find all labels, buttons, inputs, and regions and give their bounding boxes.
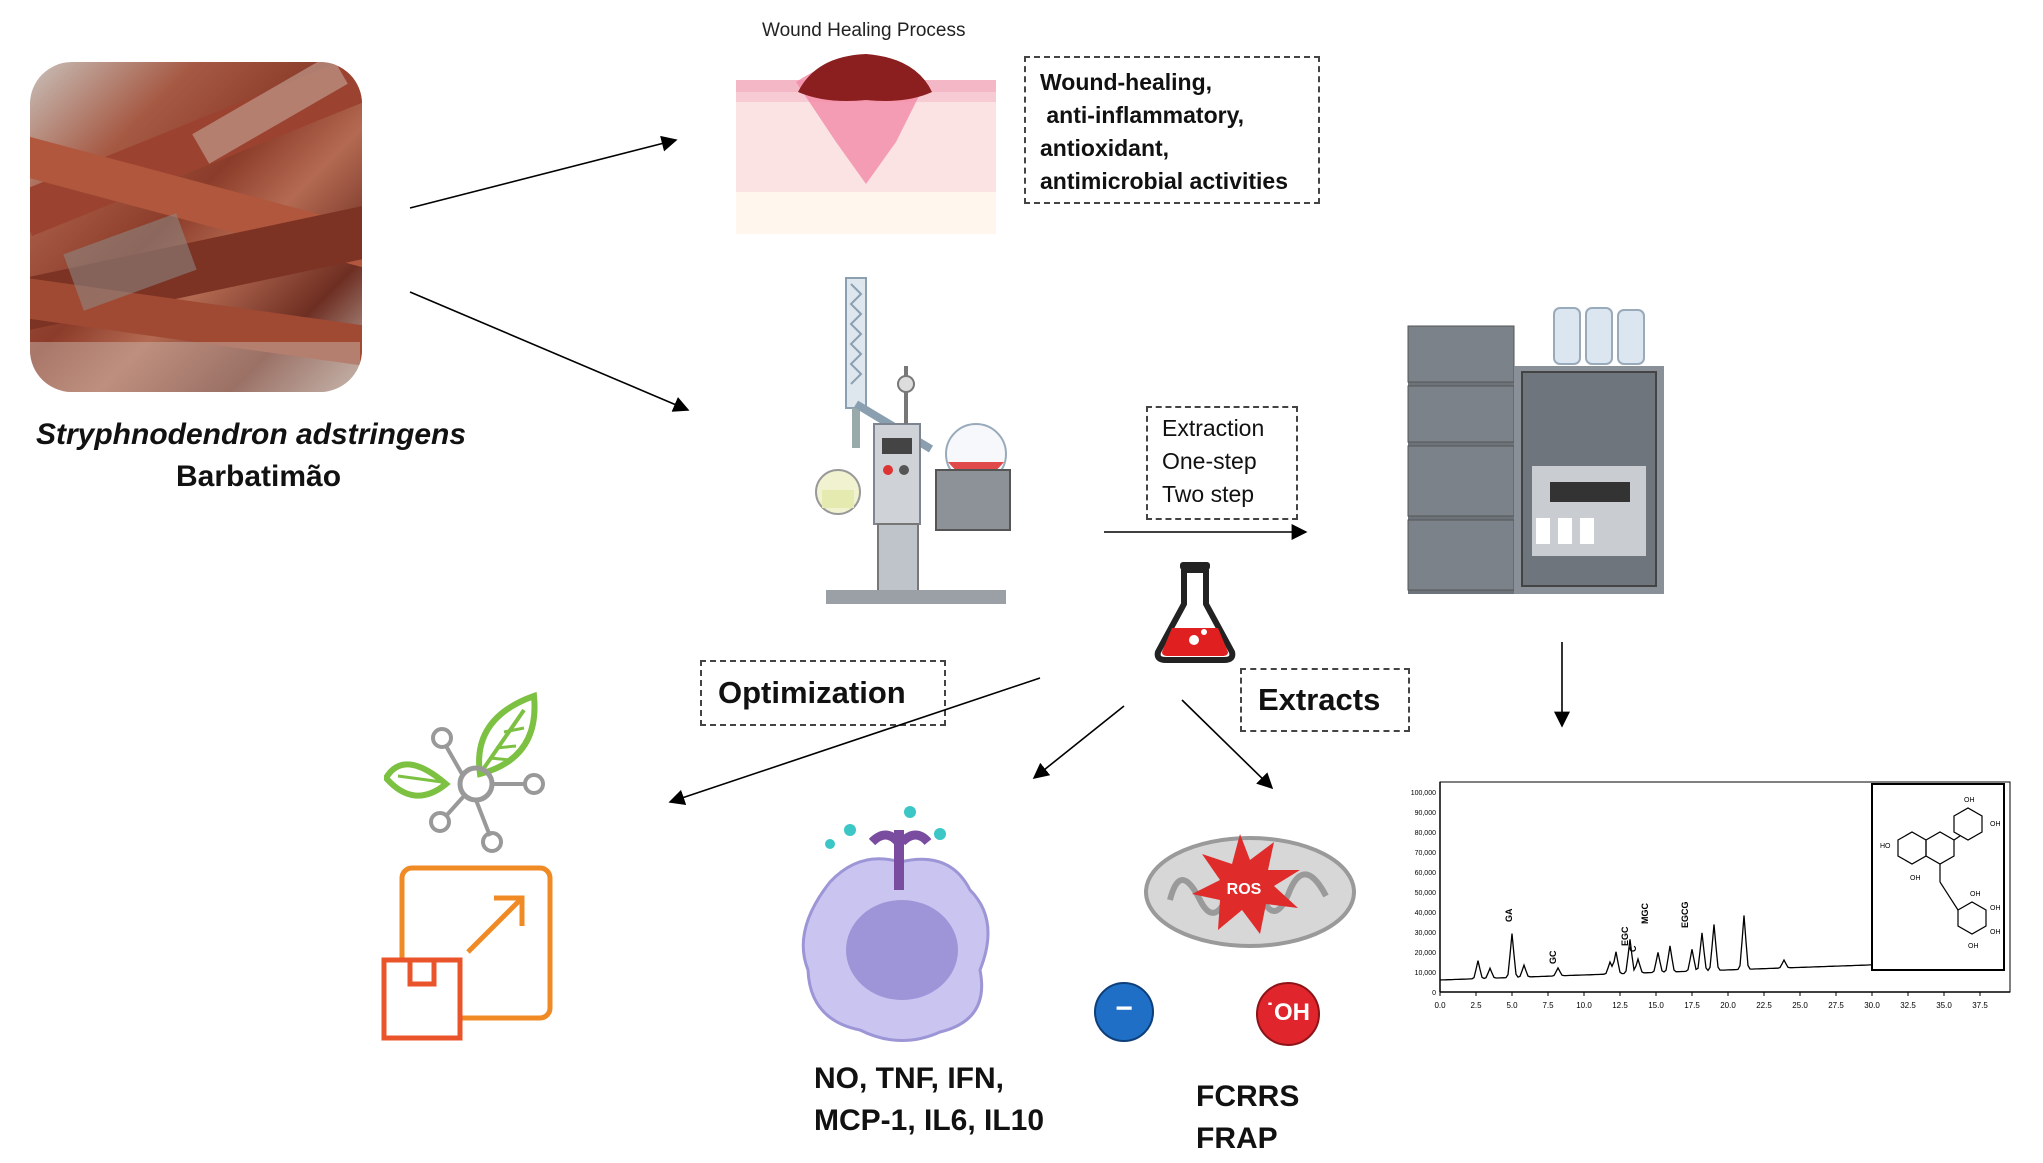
x-tick-label: 27.5: [1828, 1001, 1844, 1010]
y-tick-label: 50,000: [1415, 890, 1437, 897]
x-tick-label: 22.5: [1756, 1001, 1772, 1010]
activity-line-4: antimicrobial activities: [1040, 168, 1288, 194]
x-tick-label: 15.0: [1648, 1001, 1664, 1010]
antioxidant-assay-1: FCRRS: [1196, 1080, 1300, 1113]
x-tick-label: 12.5: [1612, 1001, 1628, 1010]
y-tick-label: 60,000: [1415, 870, 1437, 877]
peak-label: MGC: [1640, 903, 1650, 924]
structure-oh-label: OH: [1970, 891, 1981, 898]
peak-label: EGC: [1620, 926, 1630, 946]
scale-up-icon: [378, 864, 554, 1044]
x-tick-label: 32.5: [1900, 1001, 1916, 1010]
arrow-to-evaporator: [409, 291, 690, 412]
optimization-label: Optimization: [700, 660, 946, 726]
activity-line-3: antioxidant,: [1040, 135, 1170, 161]
minus-sign: −: [1115, 992, 1133, 1025]
x-tick-label: 35.0: [1936, 1001, 1952, 1010]
peak-label: C: [1628, 945, 1638, 952]
wound-illustration: [736, 52, 996, 234]
y-tick-label: 20,000: [1415, 950, 1437, 957]
structure-oh-label: OH: [1990, 929, 2001, 936]
activity-line-1: Wound-healing,: [1040, 69, 1213, 95]
extraction-line-3: Two step: [1162, 481, 1255, 507]
cytokines-line-2: MCP-1, IL6, IL10: [814, 1104, 1045, 1137]
x-tick-label: 2.5: [1470, 1001, 1482, 1010]
wound-title: Wound Healing Process: [762, 20, 966, 41]
ros-label: ROS: [1227, 881, 1262, 898]
x-tick-label: 10.0: [1576, 1001, 1592, 1010]
hydroxyl-radical-icon: ˙OH: [1256, 982, 1320, 1046]
structure-oh-label: OH: [1968, 943, 1979, 950]
structure-oh-label: OH: [1990, 905, 2001, 912]
extraction-line-1: Extraction: [1162, 415, 1265, 441]
plant-network-icon: [382, 688, 554, 858]
catechin-structure: [1897, 807, 1987, 935]
structure-oh-label: HO: [1880, 843, 1891, 850]
mitochondria-icon: ROS: [1140, 830, 1360, 950]
immune-cell-icon: [790, 800, 1010, 1050]
x-tick-label: 25.0: [1792, 1001, 1808, 1010]
x-tick-label: 5.0: [1506, 1001, 1518, 1010]
chromatogram: 100,000 90,000 80,000 70,000 60,000 50,000 40,…: [1398, 770, 2038, 1030]
extracts-label: Extracts: [1240, 668, 1410, 732]
peak-label: GC: [1548, 950, 1558, 964]
y-tick-label: 40,000: [1415, 910, 1437, 917]
x-tick-label: 30.0: [1864, 1001, 1880, 1010]
x-tick-label: 37.5: [1972, 1001, 1988, 1010]
y-tick-label: 100,000: [1411, 790, 1436, 797]
structure-oh-label: OH: [1910, 875, 1921, 882]
y-tick-label: 80,000: [1415, 830, 1437, 837]
antioxidant-assay-2: FRAP: [1196, 1122, 1278, 1155]
peak-label: EGCG: [1680, 901, 1690, 928]
bark-photo: [30, 62, 362, 392]
species-common-name: Barbatimão: [176, 460, 342, 493]
arrow-to-wound: [409, 135, 678, 209]
y-tick-label: 70,000: [1415, 850, 1437, 857]
x-tick-label: 7.5: [1542, 1001, 1554, 1010]
arrow-to-immune-cell: [1032, 705, 1125, 779]
cytokines-line-1: NO, TNF, IFN,: [814, 1062, 1004, 1095]
activity-line-2: anti-inflammatory,: [1040, 102, 1245, 128]
y-tick-label: 10,000: [1415, 970, 1437, 977]
y-tick-label: 90,000: [1415, 810, 1437, 817]
peak-label: GA: [1504, 908, 1514, 922]
extraction-box: Extraction One-step Two step: [1146, 406, 1298, 520]
x-tick-label: 17.5: [1684, 1001, 1700, 1010]
flask-icon: [1150, 560, 1240, 664]
hplc-instrument-icon: [1404, 306, 1670, 598]
hydroxyl-label: ˙OH: [1266, 999, 1310, 1026]
rotary-evaporator-icon: [796, 274, 1016, 614]
structure-oh-label: OH: [1964, 797, 1975, 804]
extraction-line-2: One-step: [1162, 448, 1257, 474]
activities-box: Wound-healing, anti-inflammatory, antiox…: [1024, 56, 1320, 204]
structure-oh-label: OH: [1990, 821, 2001, 828]
x-tick-label: 20.0: [1720, 1001, 1736, 1010]
structure-inset: [1871, 783, 2005, 971]
y-tick-label: 0: [1432, 990, 1436, 997]
electron-icon: −: [1094, 982, 1154, 1042]
y-tick-label: 30,000: [1415, 930, 1437, 937]
species-latin-name: Stryphnodendron adstringens: [36, 418, 467, 451]
x-tick-label: 0.0: [1434, 1001, 1446, 1010]
